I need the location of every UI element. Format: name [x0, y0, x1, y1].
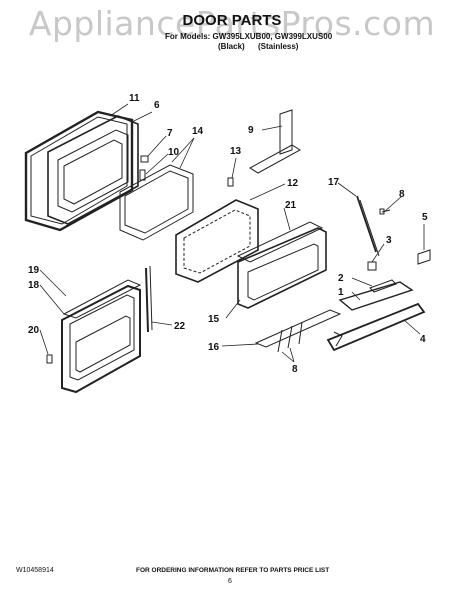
part-22-side-trim: [145, 265, 153, 333]
callout-4: 4: [420, 334, 426, 345]
part-21-trim: [236, 221, 324, 263]
page-number: 6: [228, 578, 232, 585]
part-7-bracket: [140, 155, 149, 163]
callout-15: 15: [208, 314, 220, 325]
part-17-rod: [356, 195, 380, 257]
ordering-note: FOR ORDERING INFORMATION REFER TO PARTS …: [136, 567, 330, 574]
part-10-clip: [139, 169, 146, 181]
callout-8-upper: 8: [399, 189, 405, 200]
part-1-vent-plate: [338, 281, 414, 311]
part-14-glass: [119, 164, 194, 241]
callout-8-lower: 8: [292, 364, 298, 375]
callout-3: 3: [386, 235, 392, 246]
callout-16: 16: [208, 342, 220, 353]
callout-19: 19: [28, 265, 40, 276]
callout-20: 20: [28, 325, 40, 336]
callout-7: 7: [167, 128, 173, 139]
part-8-screws-lower: [277, 321, 303, 353]
part-19-top-strip: [62, 279, 142, 319]
part-4-handle: [326, 302, 426, 352]
part-20-small: [46, 354, 53, 364]
callout-2: 2: [338, 273, 344, 284]
doc-number: W10458914: [16, 567, 54, 574]
callout-10: 10: [168, 147, 180, 158]
callout-11: 11: [129, 93, 140, 104]
callout-labels: 11 6 7 14 10 9 13 12 21 17 8 5 3 2 1 4 1…: [28, 93, 428, 375]
callout-22: 22: [174, 321, 186, 332]
callout-6: 6: [154, 100, 160, 111]
variant-stainless: (Stainless): [258, 42, 299, 51]
part-3-clip: [367, 261, 377, 271]
variant-black: (Black): [218, 42, 245, 51]
part-9-hinge: [249, 109, 301, 174]
callout-21: 21: [285, 200, 297, 211]
part-12-glass-frame: [175, 199, 259, 283]
callout-9: 9: [248, 125, 254, 136]
callout-18: 18: [28, 280, 40, 291]
part-15-outer-glass: [237, 227, 327, 309]
part-18-outer-door: [61, 284, 141, 394]
part-5-block: [417, 249, 431, 265]
page-title: DOOR PARTS: [182, 12, 282, 29]
models-line: For Models: GW395LXUB00, GW399LXUS00: [165, 32, 333, 41]
leader-lines: [39, 103, 425, 363]
part-6-inner-frame: [47, 115, 139, 225]
callout-13: 13: [230, 146, 242, 157]
watermark: AppliancePartsPros.com: [28, 4, 436, 43]
callout-14: 14: [192, 126, 204, 137]
callout-17: 17: [328, 177, 340, 188]
callout-5: 5: [422, 212, 428, 223]
part-16-bottom-rail: [254, 309, 342, 348]
callout-1: 1: [338, 287, 344, 298]
part-13-clip: [227, 177, 234, 187]
callout-12: 12: [287, 178, 299, 189]
